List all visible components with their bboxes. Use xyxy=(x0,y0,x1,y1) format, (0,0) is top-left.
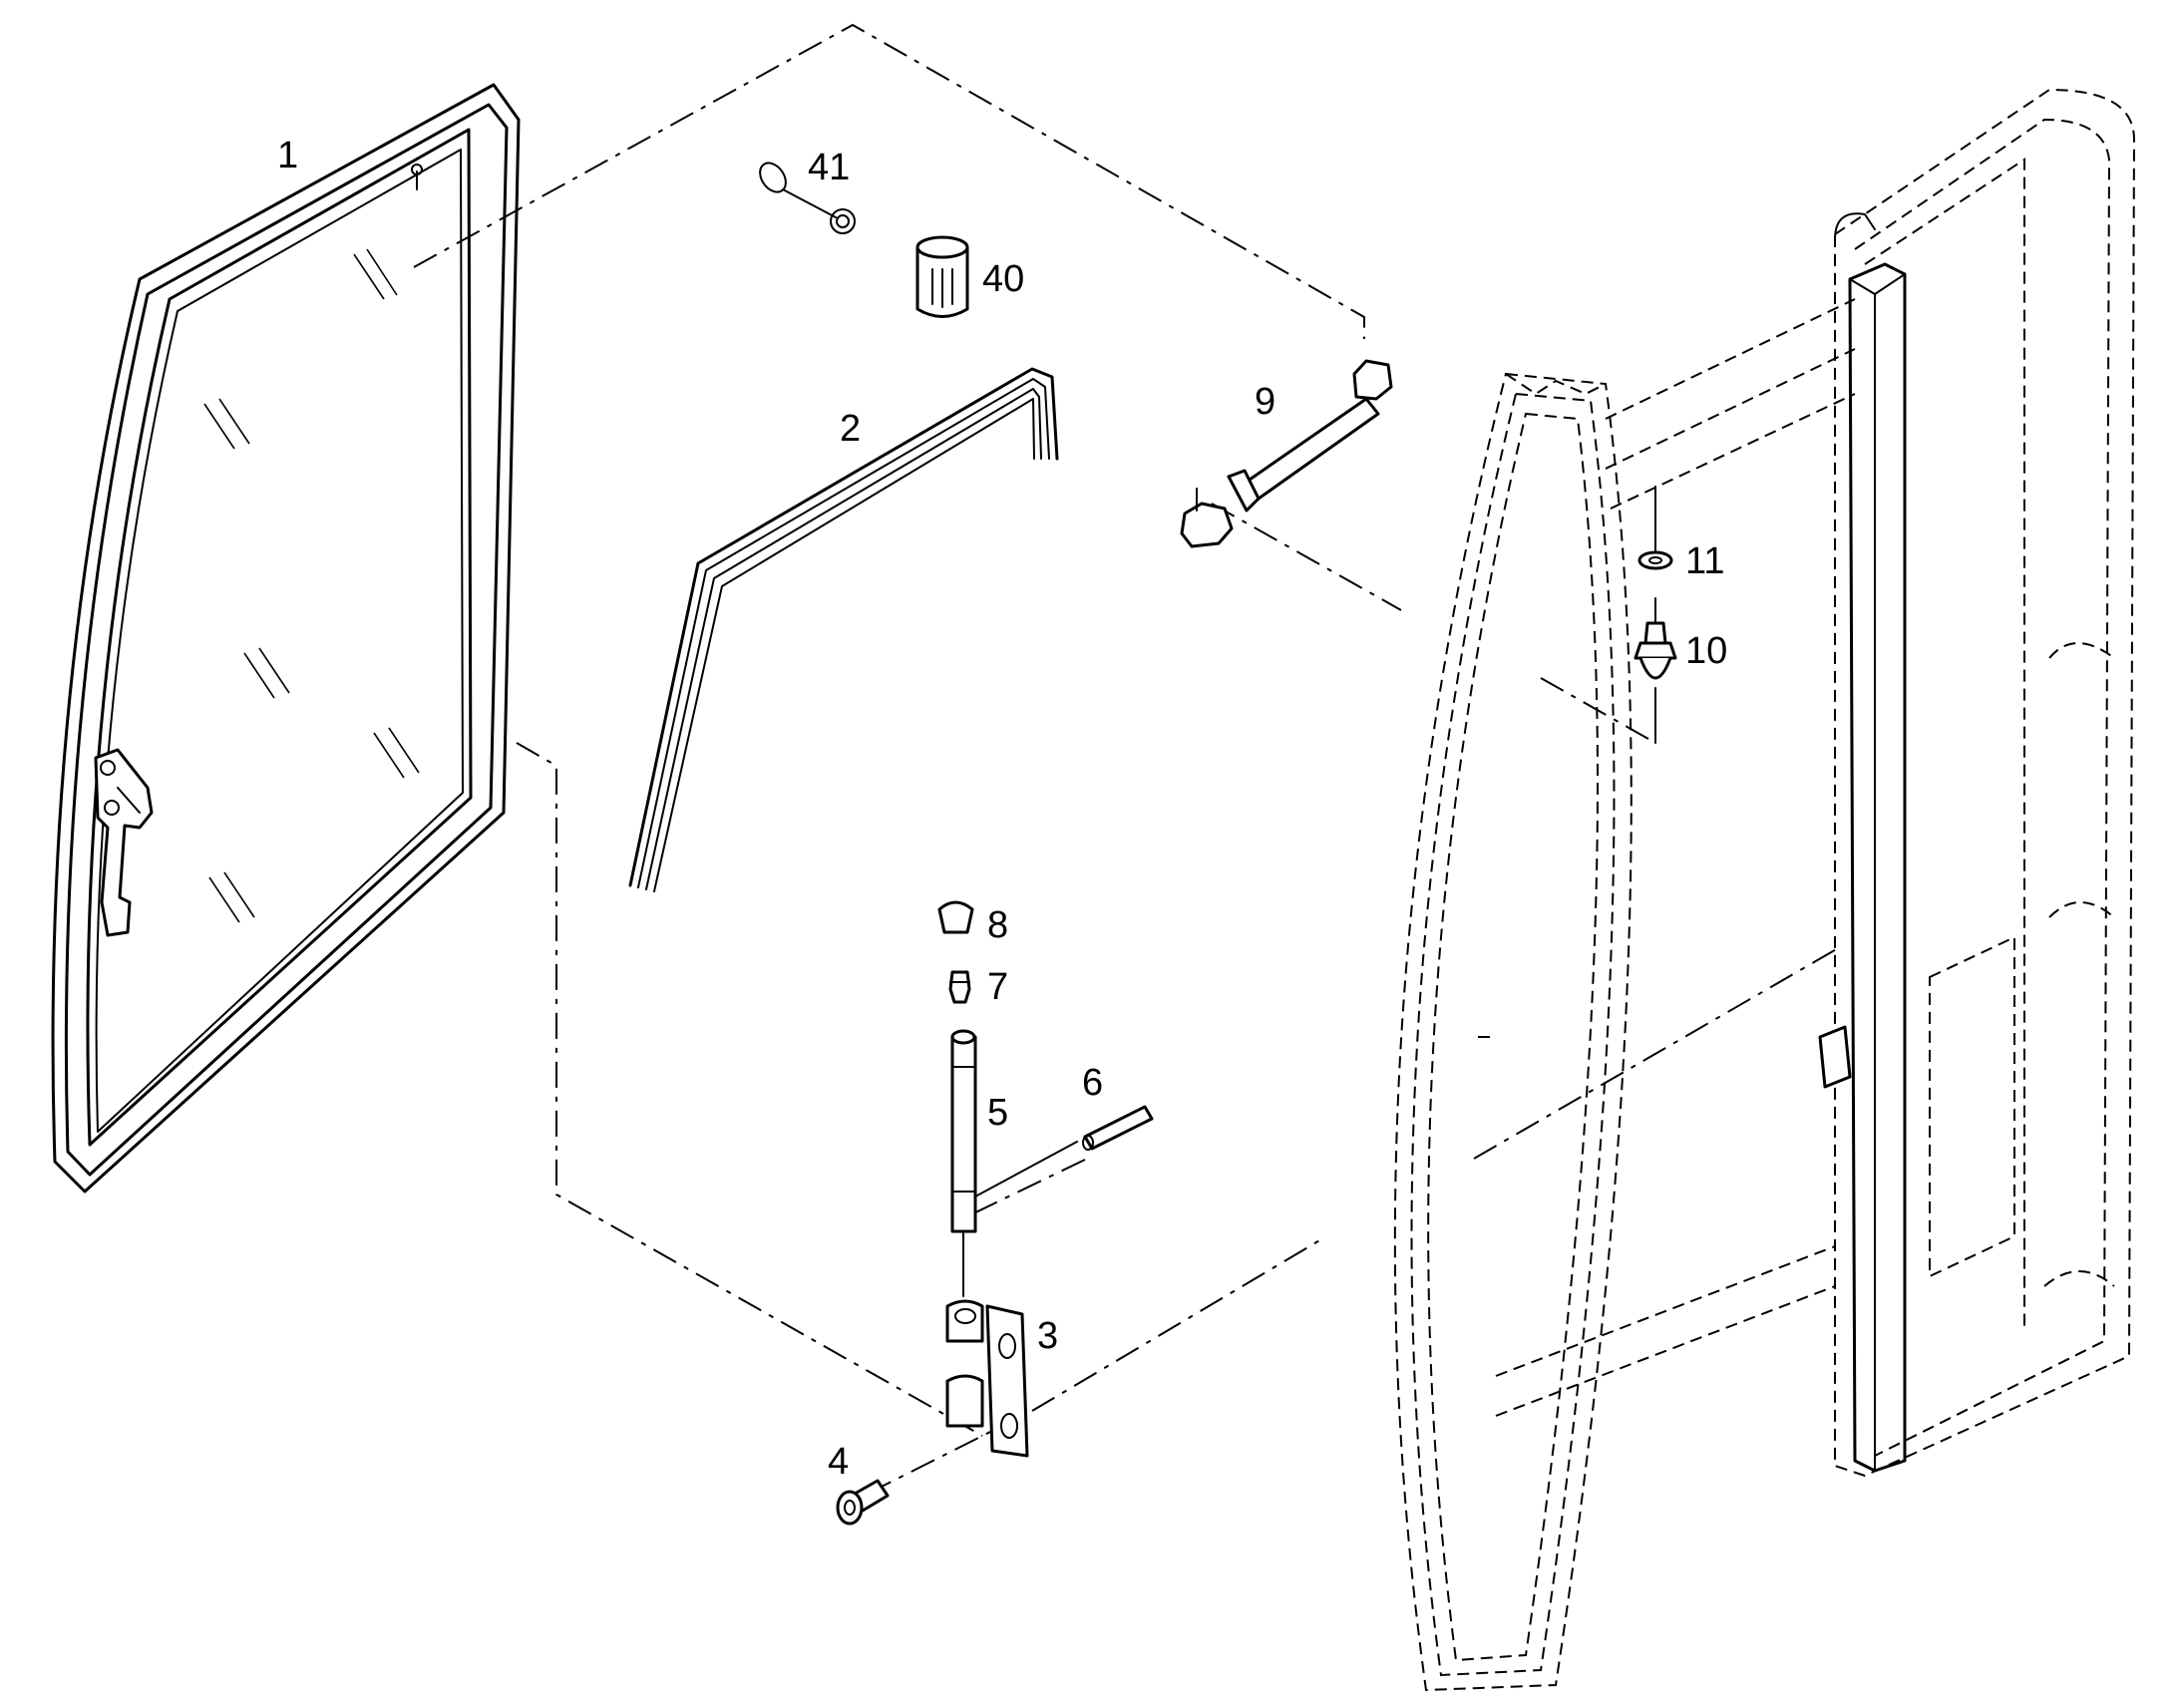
part-9-gas-strut xyxy=(1180,359,1393,548)
part-6-pin xyxy=(1082,1105,1154,1151)
callout-9: 9 xyxy=(1255,381,1275,423)
callout-4: 4 xyxy=(828,1441,849,1483)
callout-10: 10 xyxy=(1685,630,1727,672)
callout-5: 5 xyxy=(987,1092,1008,1134)
door-latch-handle xyxy=(94,748,154,937)
callout-labels: 1 2 3 4 5 6 7 8 9 10 11 40 41 xyxy=(277,135,1727,1483)
glass-reflection-marks xyxy=(203,248,420,923)
part-3-hinge-bracket xyxy=(945,1299,1029,1458)
callout-11: 11 xyxy=(1685,540,1724,582)
part-2-seal-strip xyxy=(628,367,1059,892)
callout-40: 40 xyxy=(982,258,1024,300)
cab-rear-hinge-post xyxy=(1818,212,1907,1473)
callout-8: 8 xyxy=(987,904,1008,946)
cab-door-post xyxy=(1393,372,1633,1692)
cab-frame-members xyxy=(1478,298,1856,1417)
callout-3: 3 xyxy=(1037,1315,1058,1357)
part-7-grease-nipple xyxy=(948,970,971,1004)
callout-41: 41 xyxy=(808,147,850,188)
callout-2: 2 xyxy=(840,408,861,450)
part-41-oring-strap xyxy=(759,162,856,234)
callout-6: 6 xyxy=(1082,1062,1103,1104)
callout-1: 1 xyxy=(277,135,298,176)
part-10-ball-stud xyxy=(1634,597,1677,744)
callout-7: 7 xyxy=(987,966,1008,1008)
part-4-screw xyxy=(836,1479,890,1526)
part-40-cap xyxy=(915,235,969,318)
part-1-door-window xyxy=(51,83,521,1194)
part-5-hinge-pin xyxy=(950,1029,1078,1297)
part-11-washer xyxy=(1637,486,1673,570)
cab-rear-panel xyxy=(1834,88,2136,1478)
part-8-plug xyxy=(937,900,974,934)
assembly-leader-lines xyxy=(413,23,1841,1495)
